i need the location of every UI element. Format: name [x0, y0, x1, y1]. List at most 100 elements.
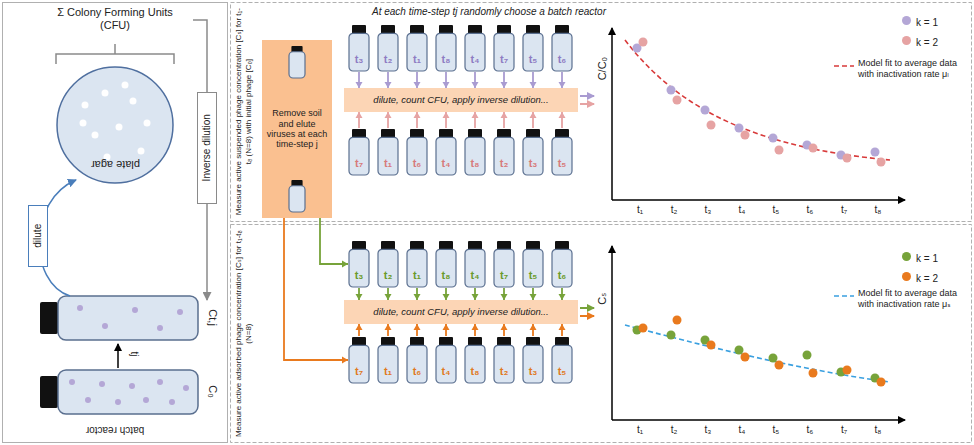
batch-reactor-vial: t₃: [348, 24, 370, 72]
arrow-head: [414, 324, 421, 330]
connector: [530, 324, 537, 336]
node-text: t₅: [558, 365, 567, 378]
arrow-head: [443, 324, 450, 330]
data-point: [871, 148, 880, 157]
chart-axes: [612, 28, 905, 420]
text-label: t₂: [662, 424, 686, 436]
batch-reactor-vial: t₃: [522, 128, 544, 176]
connector: [472, 112, 479, 128]
vial-body: [494, 33, 514, 71]
legend-text: k = 1: [916, 253, 966, 265]
arrow-head: [559, 324, 566, 330]
batch-reactor-vial: t₇: [493, 240, 515, 288]
colony-dot: [122, 82, 129, 89]
node-text: Inverse dilution: [201, 114, 213, 181]
arrow-head: [501, 324, 508, 330]
node-text: t₅: [529, 53, 538, 66]
vial-body: [407, 345, 427, 383]
batch-reactor-vial: t₆: [406, 336, 428, 384]
connector: [320, 218, 348, 268]
node-text: t₄: [471, 53, 480, 66]
batch-reactor-vial: t₄: [464, 240, 486, 288]
data-point: [769, 354, 778, 363]
connector: [501, 288, 508, 300]
text-label: t₅: [764, 424, 788, 436]
vial-body: [349, 137, 369, 175]
connector: [559, 324, 566, 336]
node-text: t₆: [413, 365, 422, 378]
batch-reactor-vial: t₄: [435, 128, 457, 176]
node-text: t₈: [442, 53, 451, 66]
connector: [385, 324, 392, 336]
connector: [284, 218, 348, 364]
process-band: dilute, count CFU, apply inverse dilutio…: [344, 88, 578, 112]
data-point: [877, 158, 886, 167]
connector: [414, 288, 421, 300]
node-text: t₁: [384, 365, 392, 378]
node-text: t₅: [529, 269, 538, 282]
batch-reactor-vial: t₆: [406, 128, 428, 176]
connector-line: [284, 218, 348, 360]
node-text: t₆: [558, 53, 567, 66]
dilute-box: dilute: [28, 205, 48, 267]
node-text: dilute: [32, 224, 44, 248]
arrow-head: [356, 324, 363, 330]
vial-body: [378, 345, 398, 383]
arrow-head: [356, 112, 363, 118]
batch-reactor-vial: t₆: [551, 24, 573, 72]
vial-body: [436, 345, 456, 383]
connector: [559, 72, 566, 88]
node-text: Remove soil and elute viruses at each ti…: [265, 108, 329, 149]
arrow-head: [385, 112, 392, 118]
connector: [530, 288, 537, 300]
batch-reactor-vial: t₂: [377, 240, 399, 288]
batch-reactor-vial: t₁: [377, 336, 399, 384]
vial-body: [349, 249, 369, 287]
node-text: t₇: [355, 365, 363, 378]
node-text: t₇: [500, 269, 508, 282]
text-label: At each time-step tj randomly choose a b…: [372, 6, 612, 18]
arrow-head: [342, 261, 348, 268]
connector: [385, 288, 392, 300]
vial-body: [523, 137, 543, 175]
node-text: t₂: [384, 269, 393, 282]
connector: [530, 112, 537, 128]
colony-dot: [144, 120, 151, 127]
arrow-head: [530, 112, 537, 118]
arrow-head: [472, 324, 479, 330]
vial-body: [465, 345, 485, 383]
batch-reactor-vial: t₂: [493, 128, 515, 176]
vial-body: [436, 137, 456, 175]
data-point: [741, 353, 750, 362]
text-label: Measure active suspended phage concentra…: [234, 7, 253, 217]
node-text: t₃: [529, 157, 538, 170]
batch-reactor-vial: t₅: [522, 24, 544, 72]
text-label: t₆: [798, 424, 822, 436]
batch-reactor-vial: t₅: [551, 336, 573, 384]
vial-body: [407, 137, 427, 175]
batch-reactor-vial: t₅: [522, 240, 544, 288]
node-text: t₆: [558, 269, 567, 282]
node-text: t₂: [500, 365, 509, 378]
connector: [501, 112, 508, 128]
connector: [385, 72, 392, 88]
legend-text: Model fit to average data with inactivat…: [858, 288, 966, 310]
data-point: [741, 131, 750, 140]
connector: [414, 324, 421, 336]
text-label: C₀: [205, 377, 218, 407]
text-label: t₄: [730, 204, 754, 216]
arrow-head: [501, 112, 508, 118]
batch-reactor-vial: t₂: [377, 24, 399, 72]
node-text: t₂: [384, 53, 393, 66]
text-label: Σ Colony Forming Units (CFU): [45, 6, 185, 32]
vial-body: [465, 137, 485, 175]
batch-reactor-vial: t₁: [406, 24, 428, 72]
model-fit-curves: [625, 40, 890, 382]
colony-dot: [138, 148, 145, 155]
node-text: plate agar: [91, 158, 140, 171]
inverse-dilution-box: Inverse dilution: [197, 92, 217, 204]
node-text: t₇: [355, 157, 363, 170]
elution-box: Remove soil and elute viruses at each ti…: [262, 40, 332, 218]
data-point: [769, 134, 778, 143]
